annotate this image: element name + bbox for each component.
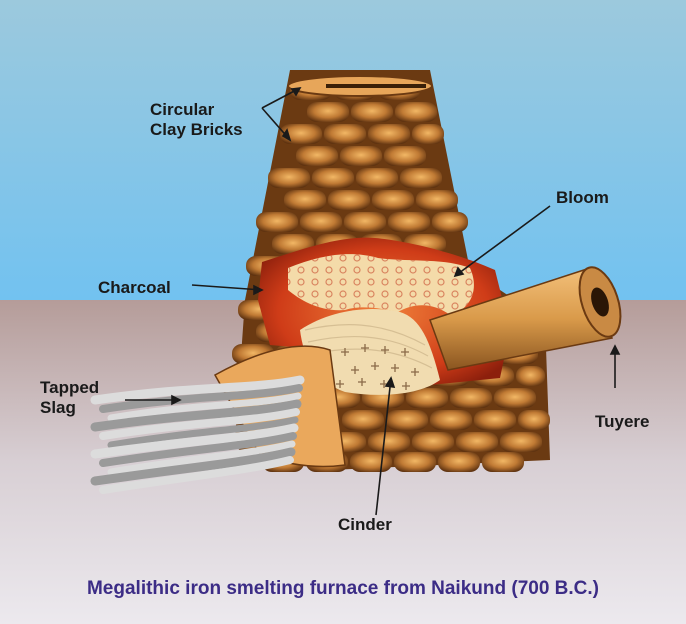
clay-brick xyxy=(500,432,542,452)
clay-brick xyxy=(456,432,498,452)
clay-brick xyxy=(368,124,410,144)
clay-brick xyxy=(430,410,472,430)
clay-brick xyxy=(494,388,536,408)
clay-brick xyxy=(328,190,370,210)
clay-brick xyxy=(482,452,524,472)
label-tuyere: Tuyere xyxy=(595,412,650,432)
clay-brick xyxy=(350,452,392,472)
clay-brick xyxy=(312,168,354,188)
clay-brick xyxy=(256,212,298,232)
clay-brick xyxy=(344,212,386,232)
clay-brick xyxy=(268,168,310,188)
clay-brick xyxy=(372,190,414,210)
clay-brick xyxy=(351,102,393,122)
clay-brick xyxy=(340,146,382,166)
clay-brick xyxy=(474,410,516,430)
label-tapped-slag: Tapped Slag xyxy=(40,378,99,418)
clay-brick xyxy=(307,102,349,122)
clay-brick xyxy=(412,124,444,144)
label-bloom: Bloom xyxy=(556,188,609,208)
clay-brick xyxy=(284,190,326,210)
clay-brick xyxy=(516,366,545,386)
clay-brick xyxy=(386,410,428,430)
clay-brick xyxy=(450,388,492,408)
clay-brick xyxy=(296,146,338,166)
label-tapped-slag-line2: Slag xyxy=(40,398,99,418)
label-cinder: Cinder xyxy=(338,515,392,535)
clay-brick xyxy=(388,212,430,232)
label-clay-bricks-line1: Circular xyxy=(150,100,243,120)
label-clay-bricks: Circular Clay Bricks xyxy=(150,100,243,140)
caption: Megalithic iron smelting furnace from Na… xyxy=(0,578,686,600)
clay-brick xyxy=(438,452,480,472)
label-clay-bricks-line2: Clay Bricks xyxy=(150,120,243,140)
clay-brick xyxy=(342,410,384,430)
label-tapped-slag-line1: Tapped xyxy=(40,378,99,398)
clay-brick xyxy=(394,452,436,472)
clay-brick xyxy=(395,102,437,122)
clay-brick xyxy=(432,212,468,232)
clay-brick xyxy=(300,212,342,232)
clay-brick xyxy=(384,146,426,166)
label-charcoal: Charcoal xyxy=(98,278,171,298)
clay-brick xyxy=(400,168,442,188)
clay-brick xyxy=(416,190,458,210)
clay-brick xyxy=(356,168,398,188)
clay-brick xyxy=(412,432,454,452)
clay-brick xyxy=(518,410,550,430)
clay-brick xyxy=(368,432,410,452)
clay-brick xyxy=(324,124,366,144)
